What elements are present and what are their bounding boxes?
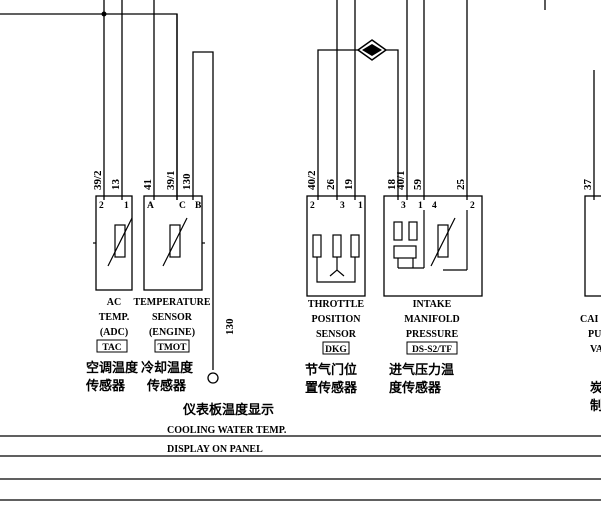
coolant-en-line-2: SENSOR [152,312,193,323]
wire-label-throttle-19: 19 [343,179,355,191]
map-code-box [406,341,458,355]
right-cut-labels: CAI PU VA [580,314,601,355]
throttle-code-box [322,341,350,355]
pin-ac-2: 2 [99,201,104,211]
wire-label-ac-39-2: 39/2 [92,170,104,190]
wire-label-display-130: 130 [224,318,236,335]
thermistor-map-icon [437,224,449,258]
coolant-code: TMOT [157,343,187,353]
pin-map-3: 3 [401,201,406,211]
pin-map-4: 4 [432,201,437,211]
throttle-en-line-1: THROTTLE [308,299,364,310]
pin-coolant-a: A [147,201,154,211]
ac-en-line-2: TEMP. [99,312,130,323]
ac-temp-labels: AC TEMP. (ADC) [99,297,130,338]
display-terminal-icon [207,372,219,384]
wire-label-map-59: 59 [412,179,424,191]
wire-label-map-25: 25 [455,179,467,191]
throttle-labels: THROTTLE POSITION SENSOR [308,299,364,340]
component-boxes [95,195,601,297]
pin-throttle-3: 3 [340,201,345,211]
ac-en-line-1: AC [107,297,121,308]
thermistor-coolant-icon [169,224,181,258]
ac-en-line-3: (ADC) [100,327,128,338]
display-en-line-2: DISPLAY ON PANEL [167,444,263,455]
thermistor-map-arrow [430,217,456,267]
box-map [383,195,483,297]
coolant-cn-line-2: 传感器 [146,378,187,394]
map-en-line-2: MANIFOLD [404,314,460,325]
wires [0,0,601,501]
thermistor-ac-icon [114,224,126,258]
map-labels: INTAKE MANIFOLD PRESSURE [404,299,460,340]
ac-code-box [96,339,128,353]
pin-ac-1: 1 [124,201,129,211]
wire-label-throttle-26: 26 [325,179,337,191]
wire-ac-39-2 [0,13,178,200]
throttle-en-line-3: SENSOR [316,329,357,340]
display-cn-label: 仪表板温度显示 [182,402,274,418]
pin-map-1: 1 [418,201,423,211]
coolant-en-line-3: (ENGINE) [149,327,195,338]
throttle-code: DKG [325,345,347,355]
right-cn-line-2: 制 [590,398,601,414]
throttle-en-line-2: POSITION [312,314,362,325]
right-cn-line-1: 炭 [590,380,601,396]
wire-coolant-130 [192,51,214,370]
wire-label-ac-13: 13 [110,179,122,191]
map-code: DS-S2/TF [412,345,452,355]
right-en-line-2: PU [588,329,601,340]
right-en-line-3: VA [590,344,601,355]
pin-throttle-1: 1 [358,201,363,211]
potentiometer-icon [312,234,360,283]
thermistor-ac-arrow [107,217,133,267]
map-cn-line-1: 进气压力温 [389,362,454,378]
wire-throttle-40-2 [317,49,372,200]
wire-number-labels: 39/2 13 41 39/1 130 40/2 26 19 18 40/1 5… [92,170,594,335]
wire-label-right-37: 37 [582,179,594,191]
pin-coolant-c: C [179,201,186,211]
coolant-code-box [154,339,190,353]
wire-map-18 [386,49,399,200]
wire-label-map-18: 18 [386,179,398,191]
pin-labels: 2 1 A C B 2 3 1 3 1 4 2 [99,201,475,211]
map-internal-icon [393,210,468,271]
pin-throttle-2: 2 [310,201,315,211]
wire-label-map-40-1: 40/1 [395,170,407,190]
throttle-cn-line-1: 节气门位 [305,362,357,378]
wire-label-coolant-39-1: 39/1 [165,170,177,190]
wire-label-coolant-130: 130 [181,173,193,190]
pin-coolant-b: B [195,201,202,211]
wire-label-coolant-41: 41 [142,179,154,190]
thermistor-icons [107,217,456,267]
right-en-line-1: CAI [580,314,598,325]
ac-cn-line-2: 传感器 [85,378,126,394]
coolant-labels: TEMPERATURE SENSOR (ENGINE) [133,297,210,338]
map-en-line-3: PRESSURE [406,329,459,340]
coolant-cn-line-1: 冷却温度 [141,360,194,376]
box-right-cut [584,195,601,297]
ac-code: TAC [102,343,121,353]
junction-dot [101,11,107,17]
box-throttle [306,195,366,297]
wire-label-throttle-40-2: 40/2 [306,170,318,190]
throttle-cn-line-2: 置传感器 [305,380,358,396]
ac-cn-line-1: 空调温度 [86,360,139,376]
diamond-connector-icon [356,39,388,61]
pin-map-2: 2 [470,201,475,211]
display-en-line-1: COOLING WATER TEMP. [167,425,287,436]
map-cn-line-2: 度传感器 [389,380,442,396]
coolant-en-line-1: TEMPERATURE [133,297,210,308]
map-en-line-1: INTAKE [413,299,452,310]
thermistor-coolant-arrow [162,217,188,267]
